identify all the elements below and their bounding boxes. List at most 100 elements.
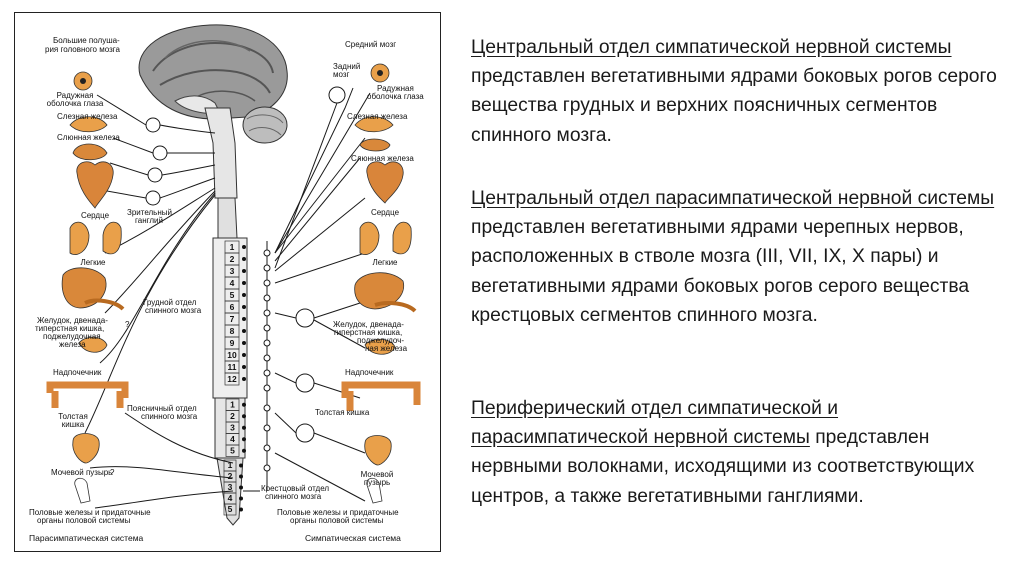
thoracic-segment-number: 5 [230, 290, 235, 300]
thoracic-nucleus-dot [242, 293, 246, 297]
thoracic-segment-box [224, 372, 240, 386]
label-iris-right-1: Радужная [377, 84, 414, 93]
thoracic-segment-number: 12 [227, 374, 237, 384]
label-colon-left-1: Толстая [58, 412, 88, 421]
label-genitals-right-1: Половые железы и придаточные [277, 508, 399, 517]
question-mark-2: ? [110, 468, 115, 477]
lumbar-segment-number: 5 [230, 446, 235, 456]
sacral-segment-number: 4 [228, 493, 233, 503]
sympathetic-chain [263, 86, 346, 491]
heart-left [76, 161, 114, 209]
label-heart-right: Сердце [371, 208, 400, 217]
caption-parasympathetic: Парасимпатическая система [29, 533, 144, 543]
parasympathetic-ganglia [145, 117, 168, 206]
lumbar-segment-number: 4 [230, 434, 235, 444]
lungs-left [69, 221, 122, 255]
thoracic-nucleus-dot [242, 245, 246, 249]
label-stomach-right-3: поджелудоч- [357, 336, 404, 345]
bladder-left [72, 433, 100, 464]
salivary-gland-left [72, 143, 108, 161]
label-colon-right: Толстая кишка [315, 408, 370, 417]
thoracic-segment-number: 4 [230, 278, 235, 288]
nerve-fibers [84, 87, 371, 509]
label-iris-right-2: оболочка глаза [367, 92, 424, 101]
label-iris-left-1: Радужная [57, 91, 94, 100]
label-stomach-right-4: ная железа [365, 344, 408, 353]
label-bladder-right-2: пузырь [364, 478, 390, 487]
label-lumbar-2: спинного мозга [141, 412, 198, 421]
left-labels: Большие полуша- рия головного мозга Раду… [29, 36, 202, 525]
label-hindbrain-2: мозг [333, 70, 350, 79]
thoracic-segment-number: 2 [230, 254, 235, 264]
thoracic-segment-number: 3 [230, 266, 235, 276]
sacral-nucleus-dot [239, 474, 243, 479]
lumbar-nucleus-dot [242, 425, 246, 430]
label-genitals-left-2: органы половой системы [37, 516, 131, 525]
body-sympathetic-central: представлен вегетативными ядрами боковых… [471, 66, 997, 146]
label-genitals-right-2: органы половой системы [290, 516, 384, 525]
label-colon-left-2: кишка [62, 420, 85, 429]
sacral-segment-number: 3 [228, 482, 233, 492]
label-midbrain: Средний мозг [345, 40, 396, 49]
label-salivary-right: Слюнная железа [351, 154, 414, 163]
label-ciliary-1: Зрительный [127, 208, 172, 217]
lacrimal-gland-right [354, 116, 394, 133]
lungs-right [359, 221, 412, 255]
label-cerebrum-2: рия головного мозга [45, 45, 120, 54]
label-stomach-left-1: Желудок, двенада- [37, 316, 108, 325]
lumbar-segment-number: 1 [230, 400, 235, 410]
organs-right [341, 63, 421, 504]
stomach-right [354, 272, 405, 310]
label-lacrimal-left: Слезная железа [57, 112, 118, 121]
genitals-left [74, 477, 91, 504]
lumbar-segment-number: 3 [230, 423, 235, 433]
stomach-left [61, 267, 107, 309]
sacral-nucleus-dot [239, 507, 243, 512]
label-iris-left-2: оболочка глаза [47, 99, 104, 108]
thoracic-segment-number: 9 [230, 338, 235, 348]
colon-right [341, 381, 421, 411]
label-sacral-1: Крестцовый отдел [261, 484, 329, 493]
sacral-nucleus-dot [239, 496, 243, 501]
sacral-segment-number: 2 [228, 471, 233, 481]
lumbar-segment-number: 2 [230, 411, 235, 421]
sacral-segment-number: 1 [228, 460, 233, 470]
label-genitals-left-1: Половые железы и придаточные [29, 508, 151, 517]
thoracic-nucleus-dot [242, 377, 246, 381]
lumbar-nucleus-dot [242, 448, 246, 453]
label-ciliary-2: ганглий [135, 216, 163, 225]
thoracic-segment-number: 8 [230, 326, 235, 336]
label-thoracic-2: спинного мозга [145, 306, 202, 315]
label-cerebrum-1: Большие полуша- [53, 36, 120, 45]
lumbar-segment-box [225, 444, 240, 457]
paragraph-peripheral: Периферический отдел симпатической и пар… [471, 394, 1016, 511]
label-adrenal-left: Надпочечник [53, 368, 102, 377]
lumbar-nucleus-dot [242, 402, 246, 407]
brain [138, 24, 288, 199]
caption-sympathetic: Симпатическая система [305, 533, 401, 543]
salivary-gland-right [359, 138, 391, 152]
label-adrenal-right: Надпочечник [345, 368, 394, 377]
organs-left [46, 71, 129, 504]
label-lungs-left: Легкие [80, 258, 106, 267]
heading-parasympathetic-central: Центральный отдел парасимпатической нерв… [471, 188, 995, 209]
thoracic-nucleus-dot [242, 317, 246, 321]
label-stomach-left-2: типерстная кишка, [35, 324, 104, 333]
label-lumbar-1: Поясничный отдел [127, 404, 197, 413]
thoracic-segment-number: 7 [230, 314, 235, 324]
bladder-right [364, 435, 392, 466]
label-hindbrain-1: Задний [333, 62, 360, 71]
lacrimal-gland-left [69, 116, 108, 133]
heading-peripheral: Периферический отдел симпатической и пар… [471, 398, 839, 449]
thoracic-nucleus-dot [242, 329, 246, 333]
thoracic-nucleus-dot [242, 281, 246, 285]
thoracic-nucleus-dot [242, 269, 246, 273]
heading-sympathetic-central: Центральный отдел симпатической нервной … [471, 37, 952, 58]
colon-left [46, 381, 129, 408]
thoracic-segment-number: 6 [230, 302, 235, 312]
label-heart-left: Сердце [81, 211, 110, 220]
